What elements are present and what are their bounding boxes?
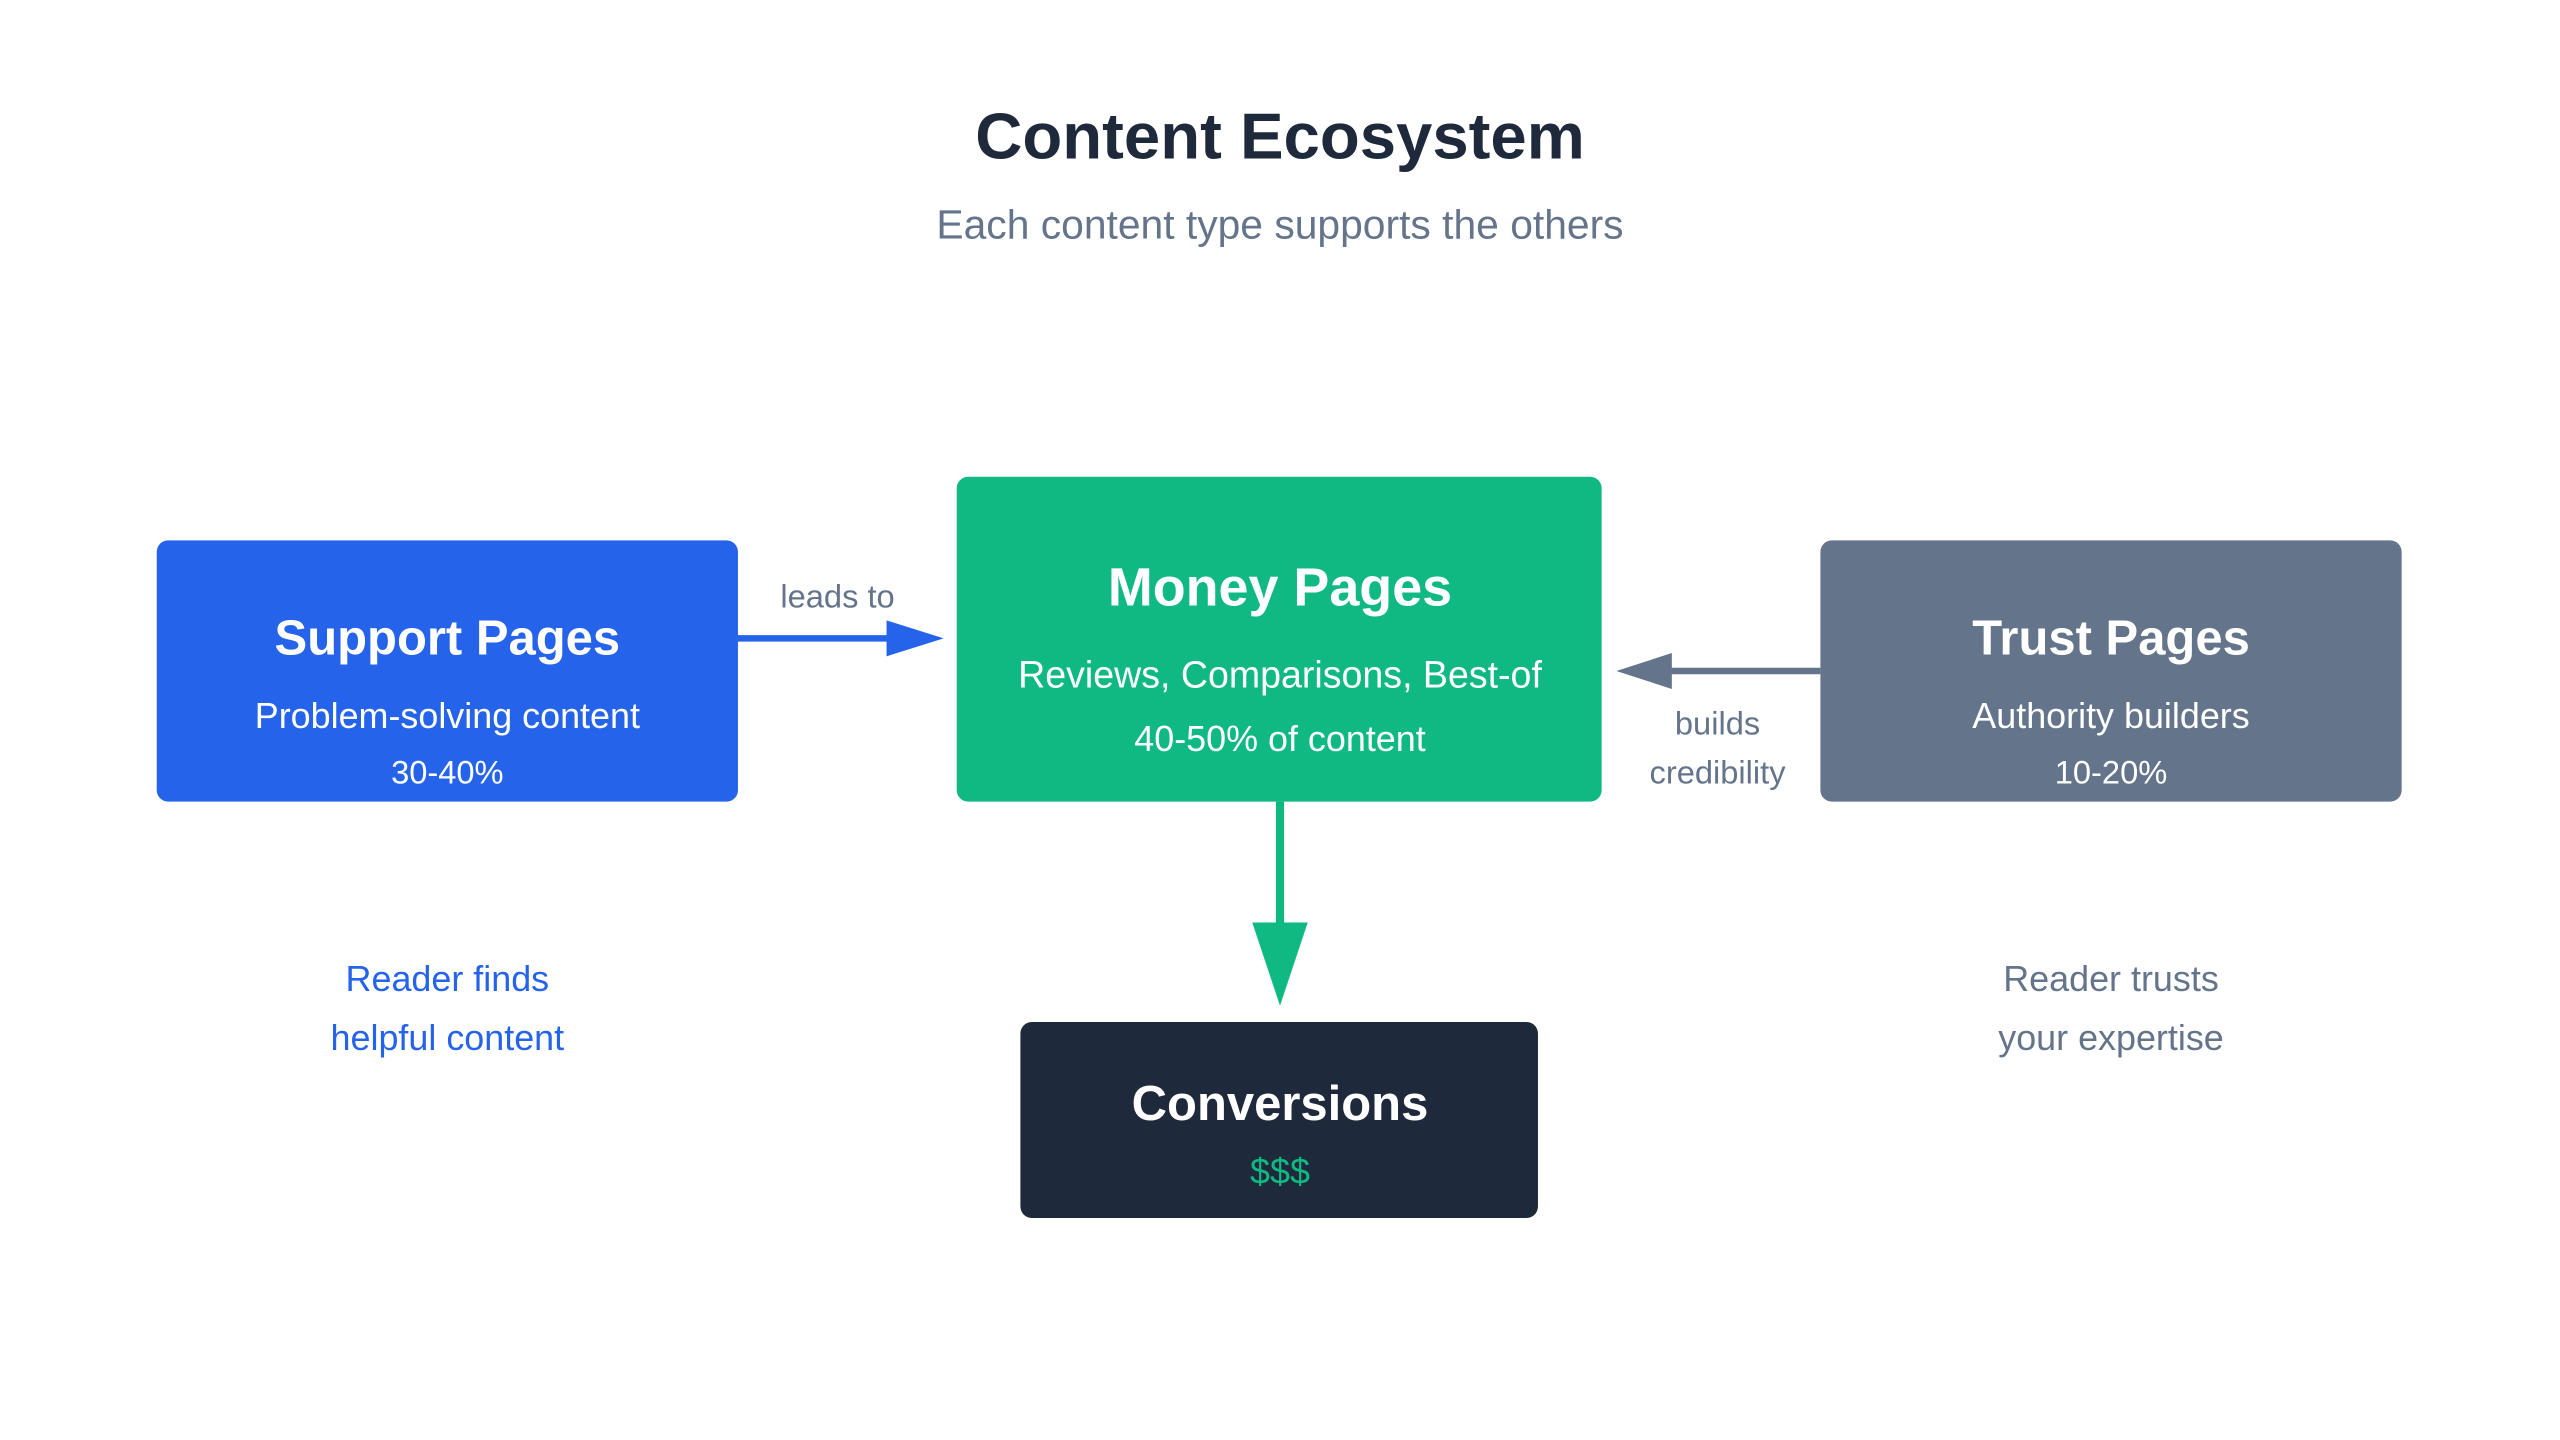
- money-desc: Reviews, Comparisons, Best-of: [1018, 653, 1542, 695]
- arrow-money-to-conversions: [1252, 801, 1308, 1006]
- support-desc: Problem-solving content: [255, 695, 640, 736]
- node-support-pages: Support Pages Problem-solving content 30…: [156, 540, 738, 802]
- support-share: 30-40%: [391, 754, 504, 791]
- support-note-line1: Reader finds: [346, 958, 550, 999]
- support-title: Support Pages: [275, 612, 621, 666]
- arrow-support-to-money: [737, 620, 944, 657]
- money-title: Money Pages: [1108, 558, 1452, 618]
- trust-note-line1: Reader trusts: [2003, 958, 2219, 999]
- arrow-trust-to-money: [1616, 653, 1821, 689]
- support-note-line2: helpful content: [331, 1017, 565, 1058]
- node-money-pages: Money Pages Reviews, Comparisons, Best-o…: [956, 476, 1602, 802]
- money-share: 40-50% of content: [1134, 718, 1425, 759]
- page-subtitle: Each content type supports the others: [936, 201, 1623, 247]
- page-title: Content Ecosystem: [975, 99, 1585, 172]
- conversions-title: Conversions: [1132, 1077, 1429, 1131]
- trust-share: 10-20%: [2055, 754, 2168, 791]
- trust-desc: Authority builders: [1972, 695, 2249, 736]
- trust-note-line2: your expertise: [1998, 1017, 2224, 1058]
- node-conversions: Conversions $$$: [1020, 1022, 1538, 1218]
- conversions-value: $$$: [1250, 1151, 1310, 1192]
- edge-label-builds: builds: [1675, 705, 1760, 742]
- trust-title: Trust Pages: [1972, 612, 2250, 666]
- edge-label-credibility: credibility: [1650, 754, 1787, 791]
- edge-label-leads-to: leads to: [780, 577, 894, 614]
- node-trust-pages: Trust Pages Authority builders 10-20%: [1820, 540, 2402, 802]
